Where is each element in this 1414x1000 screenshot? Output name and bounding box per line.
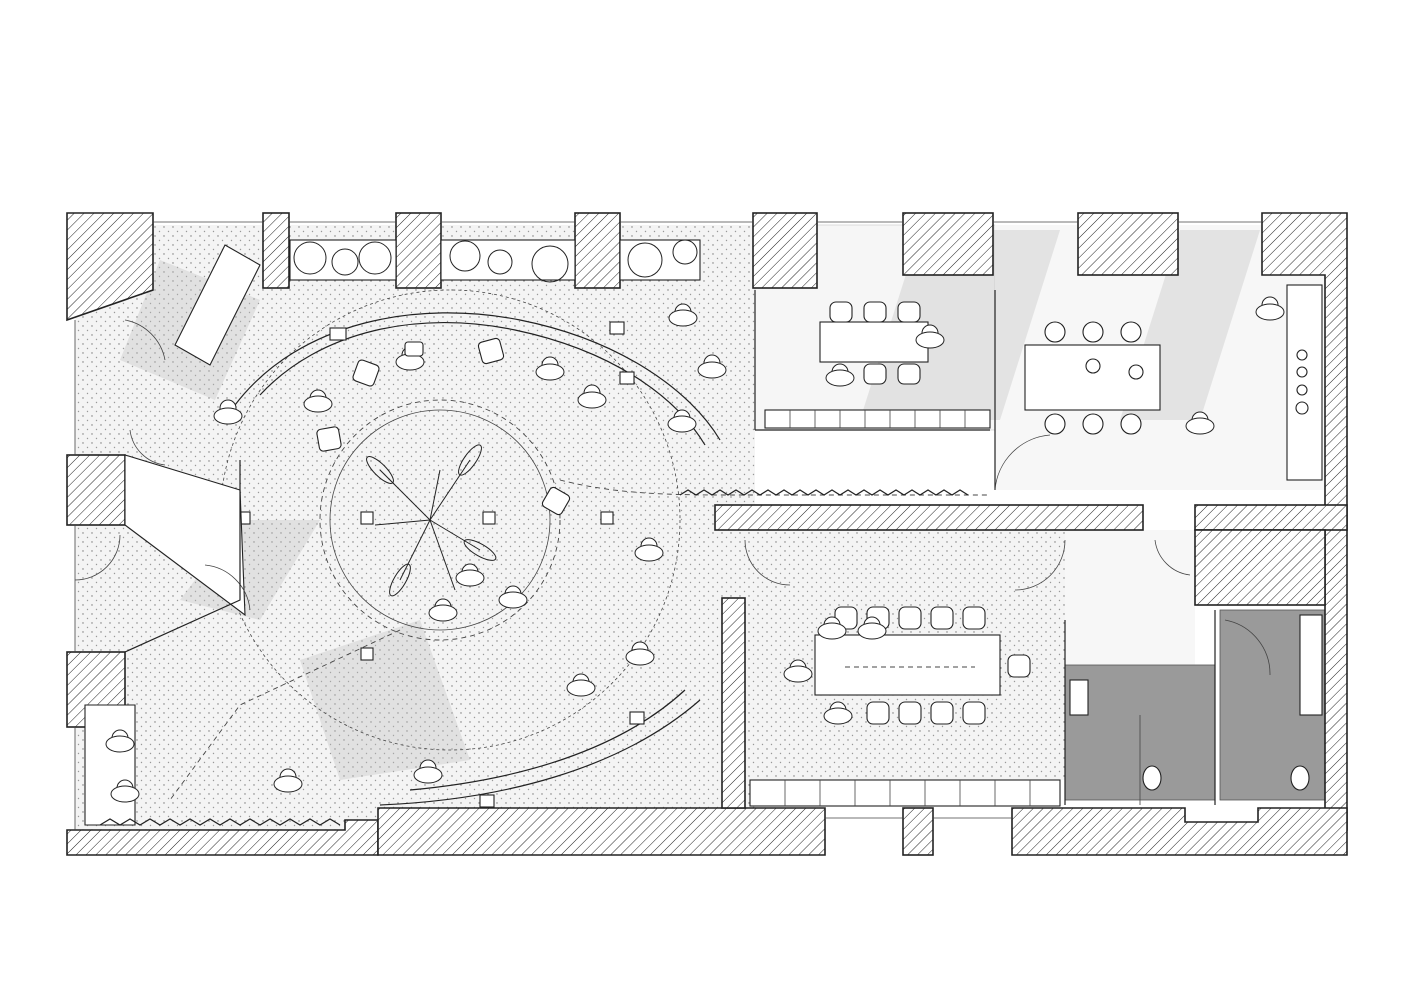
conference-door-swing-2 — [1014, 539, 1066, 591]
pier-south — [902, 807, 934, 856]
wall-partition-horizontal — [714, 504, 1144, 531]
conference-table — [814, 634, 1001, 696]
curved-bench-north — [234, 312, 721, 441]
rail-track-southwest — [169, 629, 401, 801]
pier-1 — [262, 212, 290, 289]
wall-partition-kitchen — [1194, 504, 1348, 531]
pier-6 — [1077, 212, 1179, 276]
wall-south-east — [1011, 807, 1348, 856]
pier-4 — [752, 212, 818, 289]
people — [105, 296, 1285, 803]
column-5 — [360, 647, 374, 661]
west-doors — [74, 319, 251, 653]
bath-door-swing — [1224, 619, 1271, 676]
pier-3 — [574, 212, 621, 289]
conference-room — [744, 539, 1066, 807]
lounge-chairs — [316, 321, 645, 808]
bench-storage-north — [764, 409, 991, 429]
rail-track-east — [559, 479, 990, 496]
storage-block — [1194, 529, 1326, 606]
vanity-right — [1299, 614, 1323, 716]
conference-door-swing — [744, 539, 791, 586]
sink-left — [1069, 679, 1089, 716]
meeting-room-north — [754, 290, 996, 490]
corridor-floor — [1065, 530, 1195, 665]
bench-storage-south — [749, 779, 1061, 807]
column-3 — [482, 511, 496, 525]
screen-partition — [99, 489, 969, 826]
curved-bench-south — [379, 699, 701, 806]
bathrooms — [1064, 539, 1323, 805]
wall-south-mid — [377, 807, 826, 856]
column-2 — [360, 511, 374, 525]
window-frames — [74, 221, 1262, 830]
walls — [66, 212, 1348, 856]
kitchen-counter — [1286, 284, 1323, 481]
toilet-right-icon — [1290, 765, 1310, 791]
kitchen — [994, 284, 1323, 491]
planter-row — [289, 239, 701, 283]
toilet-left-icon — [1142, 765, 1162, 791]
lounge-inner-ring-2 — [329, 409, 551, 631]
corridor-door-swing — [1154, 539, 1191, 576]
central-plant-icon — [366, 444, 497, 597]
wall-partition-vertical — [721, 597, 746, 809]
kitchen-door-swing — [994, 434, 1051, 491]
wall-corner-nw — [66, 212, 154, 322]
meeting-table — [819, 321, 929, 363]
curved-bench-south-inner — [409, 689, 686, 791]
pier-west-1 — [66, 454, 126, 526]
conference-chairs — [834, 606, 1031, 725]
meeting-chairs — [829, 301, 921, 385]
pier-2 — [395, 212, 442, 289]
curved-bench-north-inner — [259, 321, 706, 446]
lounge-inner-ring — [319, 399, 561, 641]
pier-5 — [902, 212, 994, 276]
column-4 — [600, 511, 614, 525]
